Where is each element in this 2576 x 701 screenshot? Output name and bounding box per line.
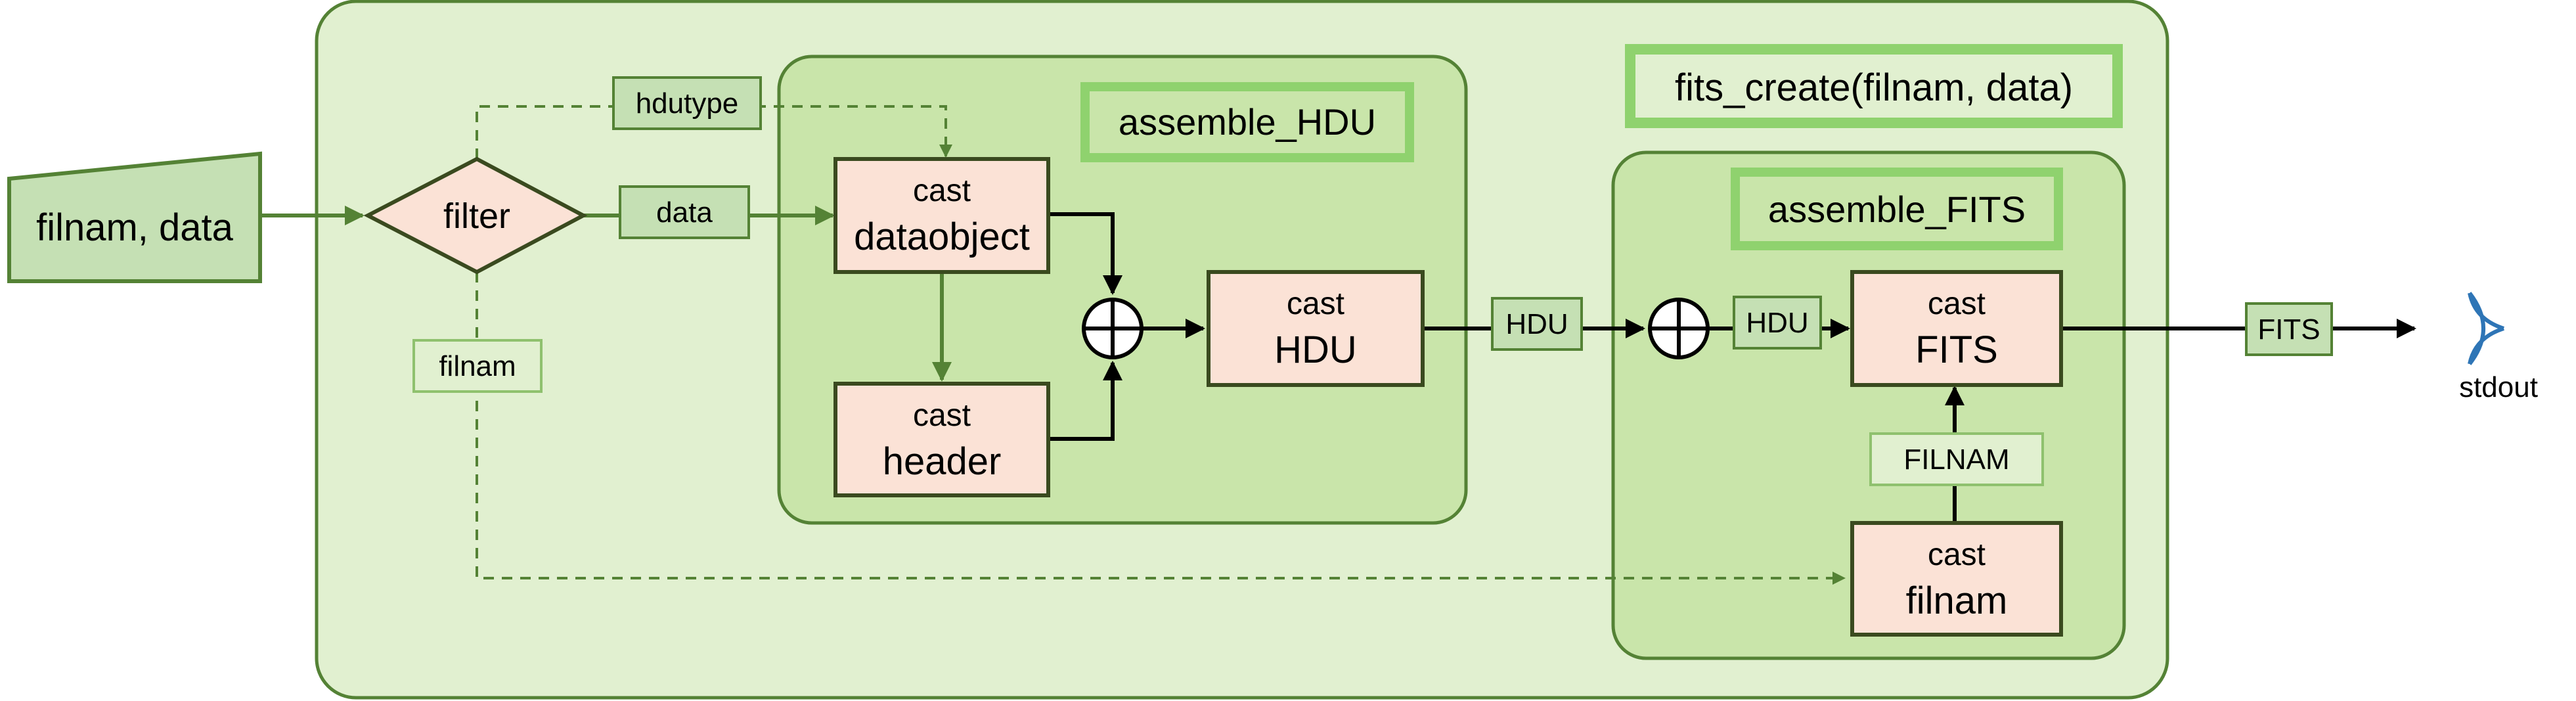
assemble-hdu-title-box xyxy=(1080,82,1414,162)
cast-dataobject-node xyxy=(833,157,1050,274)
edge-label-fits-box xyxy=(2245,302,2333,356)
join-plus-2-icon xyxy=(1648,298,1710,359)
stdout-label: stdout xyxy=(2459,371,2538,403)
edge-label-hdu-in-box xyxy=(1733,296,1822,350)
cast-header-line1: cast xyxy=(913,398,971,433)
edge-dataobject-plus xyxy=(1048,212,1122,295)
edge-label-filnam: filnam xyxy=(439,350,516,382)
cast-dataobject-line2: dataobject xyxy=(854,215,1030,258)
cast-filnam-line2: filnam xyxy=(1906,579,2008,622)
edge-label-filnam-upper: FILNAM xyxy=(1903,443,2009,476)
assemble-hdu-title: assemble_HDU xyxy=(1119,101,1376,143)
cast-hdu-line1: cast xyxy=(1287,286,1344,321)
cast-fits-line1: cast xyxy=(1928,286,1986,321)
cast-hdu-node xyxy=(1207,270,1425,387)
cast-fits-node xyxy=(1850,270,2063,387)
cast-header-node xyxy=(833,382,1050,497)
stdout-icon xyxy=(2468,292,2504,365)
assemble-fits-title-box xyxy=(1731,168,2063,250)
edge-label-data: data xyxy=(656,196,713,229)
fits-create-title: fits_create(filnam, data) xyxy=(1675,66,2073,109)
filter-node xyxy=(363,156,588,275)
cast-filnam-line1: cast xyxy=(1928,537,1986,572)
cast-filnam-node xyxy=(1850,521,2063,637)
cast-fits-line2: FITS xyxy=(1915,328,1998,371)
input-node xyxy=(7,151,262,283)
edge-label-hdu-out-box xyxy=(1491,297,1583,351)
edge-label-filnam-box xyxy=(412,339,543,393)
input-label: filnam, data xyxy=(36,206,234,249)
cast-hdu-line2: HDU xyxy=(1274,328,1357,371)
edge-header-plus xyxy=(1048,361,1122,441)
edge-hdutype-dashed xyxy=(476,105,952,159)
assemble-fits-title: assemble_FITS xyxy=(1768,189,2026,230)
filter-label: filter xyxy=(443,196,510,236)
edge-label-hdu-out: HDU xyxy=(1505,308,1568,340)
edge-label-fits: FITS xyxy=(2257,313,2320,346)
fits-create-title-box xyxy=(1625,44,2123,128)
edge-label-hdutype-box xyxy=(612,76,762,130)
edge-label-filnam-upper-box xyxy=(1869,432,2044,486)
join-plus-icon xyxy=(1082,298,1144,359)
edge-label-hdutype: hdutype xyxy=(636,87,739,120)
edge-label-hdu-in: HDU xyxy=(1746,307,1808,339)
cast-dataobject-line1: cast xyxy=(913,173,971,208)
edge-label-data-box xyxy=(619,185,750,239)
cast-header-line2: header xyxy=(883,440,1002,483)
